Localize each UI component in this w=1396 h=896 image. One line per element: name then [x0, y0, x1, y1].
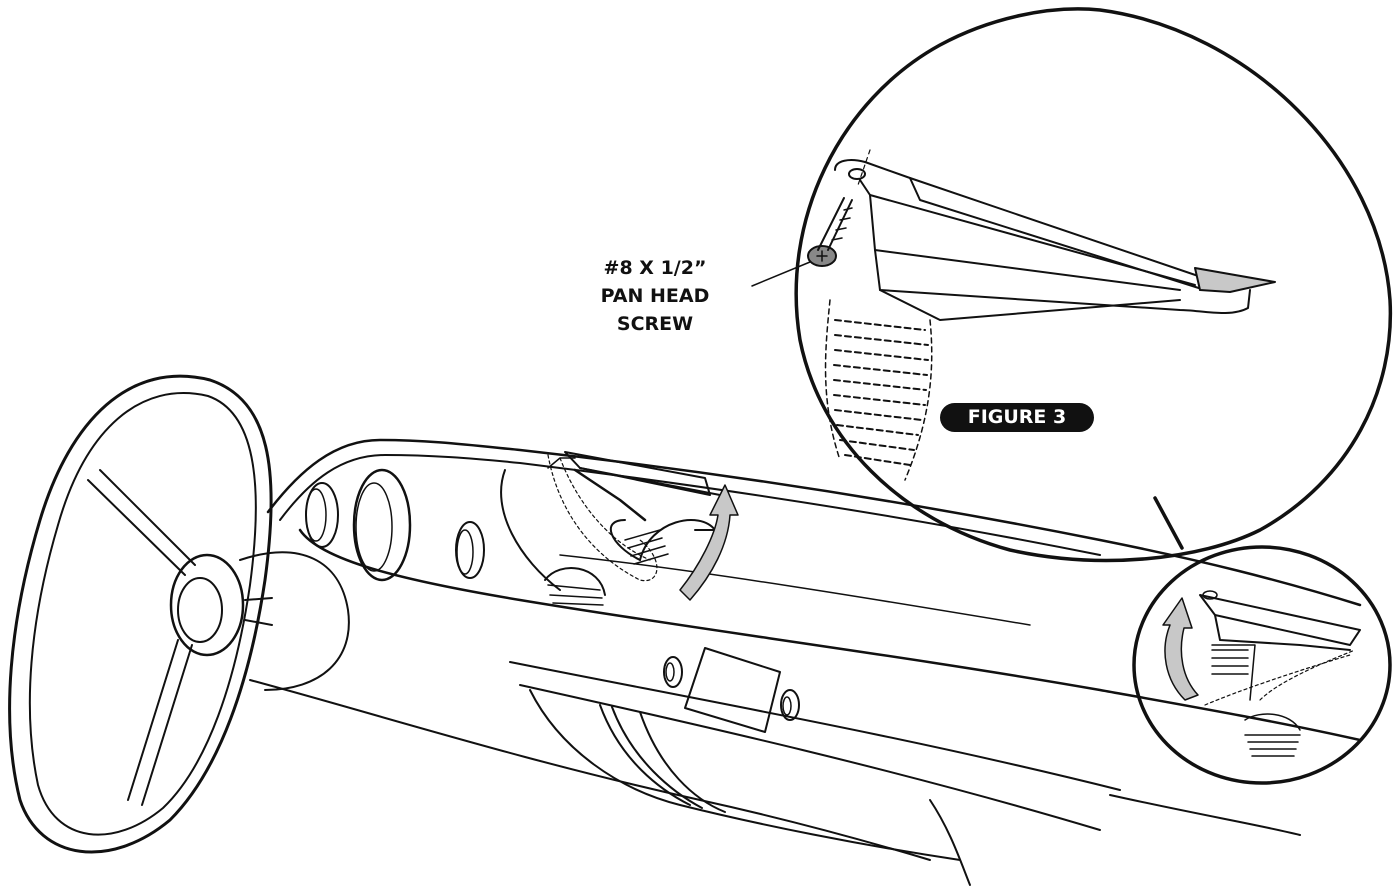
screw-callout: #8 X 1/2” PAN HEAD SCREW	[560, 254, 750, 338]
pan-head-screw	[807, 197, 853, 267]
gauge-left	[305, 482, 339, 548]
rotate-arrow-small-icon	[1162, 597, 1199, 701]
figure-badge: FIGURE 3	[940, 403, 1094, 432]
connector-line	[1153, 496, 1184, 550]
radio-knob-right	[780, 689, 800, 721]
detail-circle-small	[1132, 545, 1392, 785]
detail-circle-large	[751, 7, 1393, 563]
screw-hole	[848, 168, 866, 180]
screw-size-label: #8 X 1/2”	[603, 257, 707, 279]
screw-type-label: PAN HEAD	[600, 285, 710, 307]
steering-hub	[169, 553, 245, 657]
screw-word-label: SCREW	[616, 313, 694, 335]
gauge-center	[352, 468, 412, 582]
dashboard	[249, 438, 1362, 886]
screw-leader-line	[751, 261, 811, 287]
gauge-right	[455, 521, 485, 579]
vent-bracket-installed	[544, 451, 721, 606]
radio-faceplate	[663, 647, 800, 733]
rotate-arrow-icon	[679, 484, 739, 601]
radio-knob-left	[663, 656, 683, 688]
steering-wheel	[8, 374, 350, 854]
